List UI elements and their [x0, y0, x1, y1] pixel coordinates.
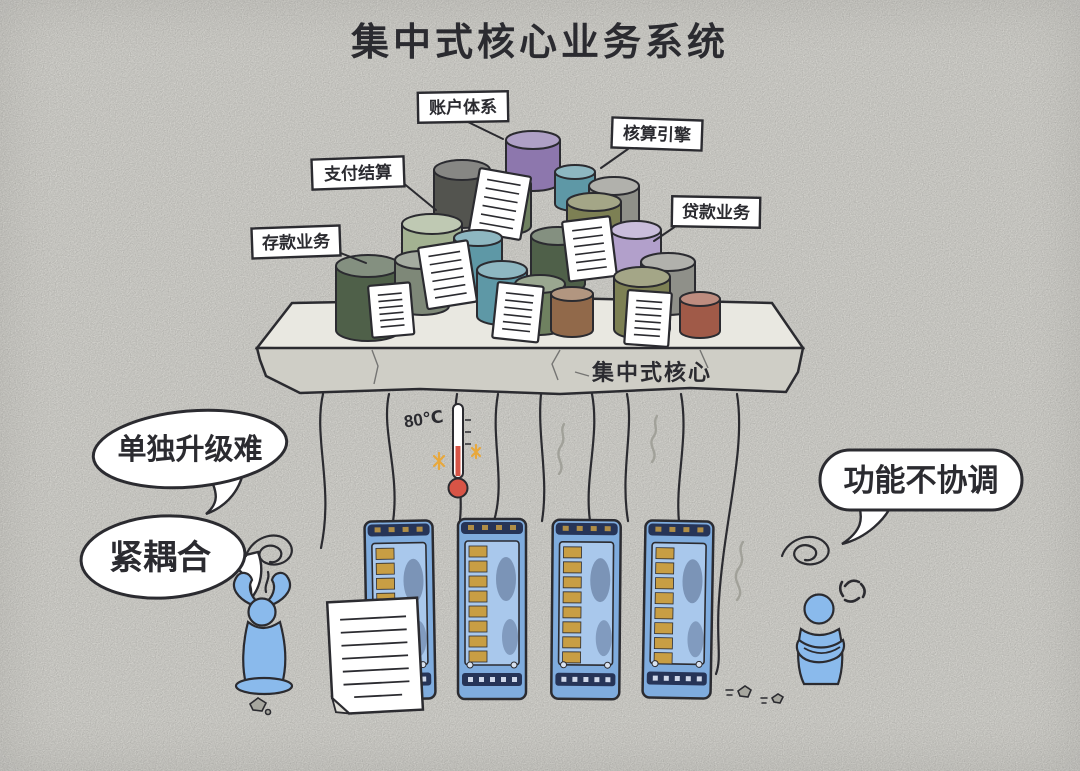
connector-payment [401, 181, 437, 211]
database-cylinder [679, 291, 721, 339]
connector-account [467, 121, 504, 140]
person-frustrated-left [232, 571, 294, 696]
cable-line [677, 392, 685, 524]
anger-mark-icon [838, 579, 866, 603]
cable-line [385, 392, 396, 524]
smoke-wisp-icon [650, 414, 659, 464]
svg-text:存款业务: 存款业务 [262, 231, 332, 253]
connector-engine [600, 148, 629, 169]
svg-text:核算引擎: 核算引擎 [623, 123, 693, 145]
page-title: 集中式核心业务系统 [350, 22, 729, 64]
tangle-scribble-icon [780, 535, 830, 566]
svg-text:账户体系: 账户体系 [429, 96, 497, 117]
heat-spark-icon [432, 443, 482, 471]
thermometer: 80℃ [403, 403, 482, 499]
label-account: 账户体系 [416, 89, 510, 125]
cable-line [624, 392, 631, 523]
document-icon [367, 281, 416, 339]
cable-line [714, 392, 741, 676]
document-icon [491, 281, 545, 344]
svg-text:单独升级难: 单独升级难 [117, 433, 262, 466]
speech-bubble-coupling: 紧耦合 [79, 514, 263, 601]
motion-lines-icon [725, 689, 768, 704]
cable-line [492, 392, 500, 523]
person-angry-right [795, 579, 866, 686]
smoke-wisp-icon [557, 422, 566, 476]
platform-front: 集中式核心 [255, 346, 805, 396]
connector-deposit [337, 251, 367, 264]
svg-text:支付结算: 支付结算 [324, 162, 393, 184]
svg-text:贷款业务: 贷款业务 [682, 201, 751, 222]
server-tower [456, 517, 528, 701]
cables [319, 392, 741, 676]
speech-bubble-uncoordinated: 功能不协调 [818, 448, 1024, 546]
database-cylinder [550, 286, 594, 338]
svg-text:功能不协调: 功能不协调 [844, 463, 999, 498]
server-tower [641, 519, 715, 700]
smoke-wisp-icon [734, 540, 745, 602]
label-engine: 核算引擎 [610, 116, 704, 152]
platform-label: 集中式核心 [591, 360, 712, 385]
document-icon [561, 215, 618, 283]
document-icon [468, 167, 532, 241]
cable-line [587, 392, 596, 523]
speech-bubble-upgrade: 单独升级难 [91, 408, 289, 516]
label-payment: 支付结算 [310, 155, 406, 191]
fallen-document [325, 596, 425, 715]
thermometer-mercury [455, 446, 461, 476]
database-pyramid [335, 130, 721, 348]
cable-line [539, 392, 546, 523]
server-tower [550, 518, 622, 701]
tangle-scribble-icon [244, 534, 293, 594]
svg-text:紧耦合: 紧耦合 [109, 539, 211, 577]
document-icon [417, 239, 478, 311]
debris-icon [248, 685, 785, 716]
cable-line [319, 392, 327, 550]
label-loan: 贷款业务 [670, 195, 762, 229]
label-deposit: 存款业务 [250, 224, 342, 260]
thermometer-bulb [447, 477, 469, 499]
document-icon [623, 289, 673, 348]
connector-loan [653, 225, 677, 242]
